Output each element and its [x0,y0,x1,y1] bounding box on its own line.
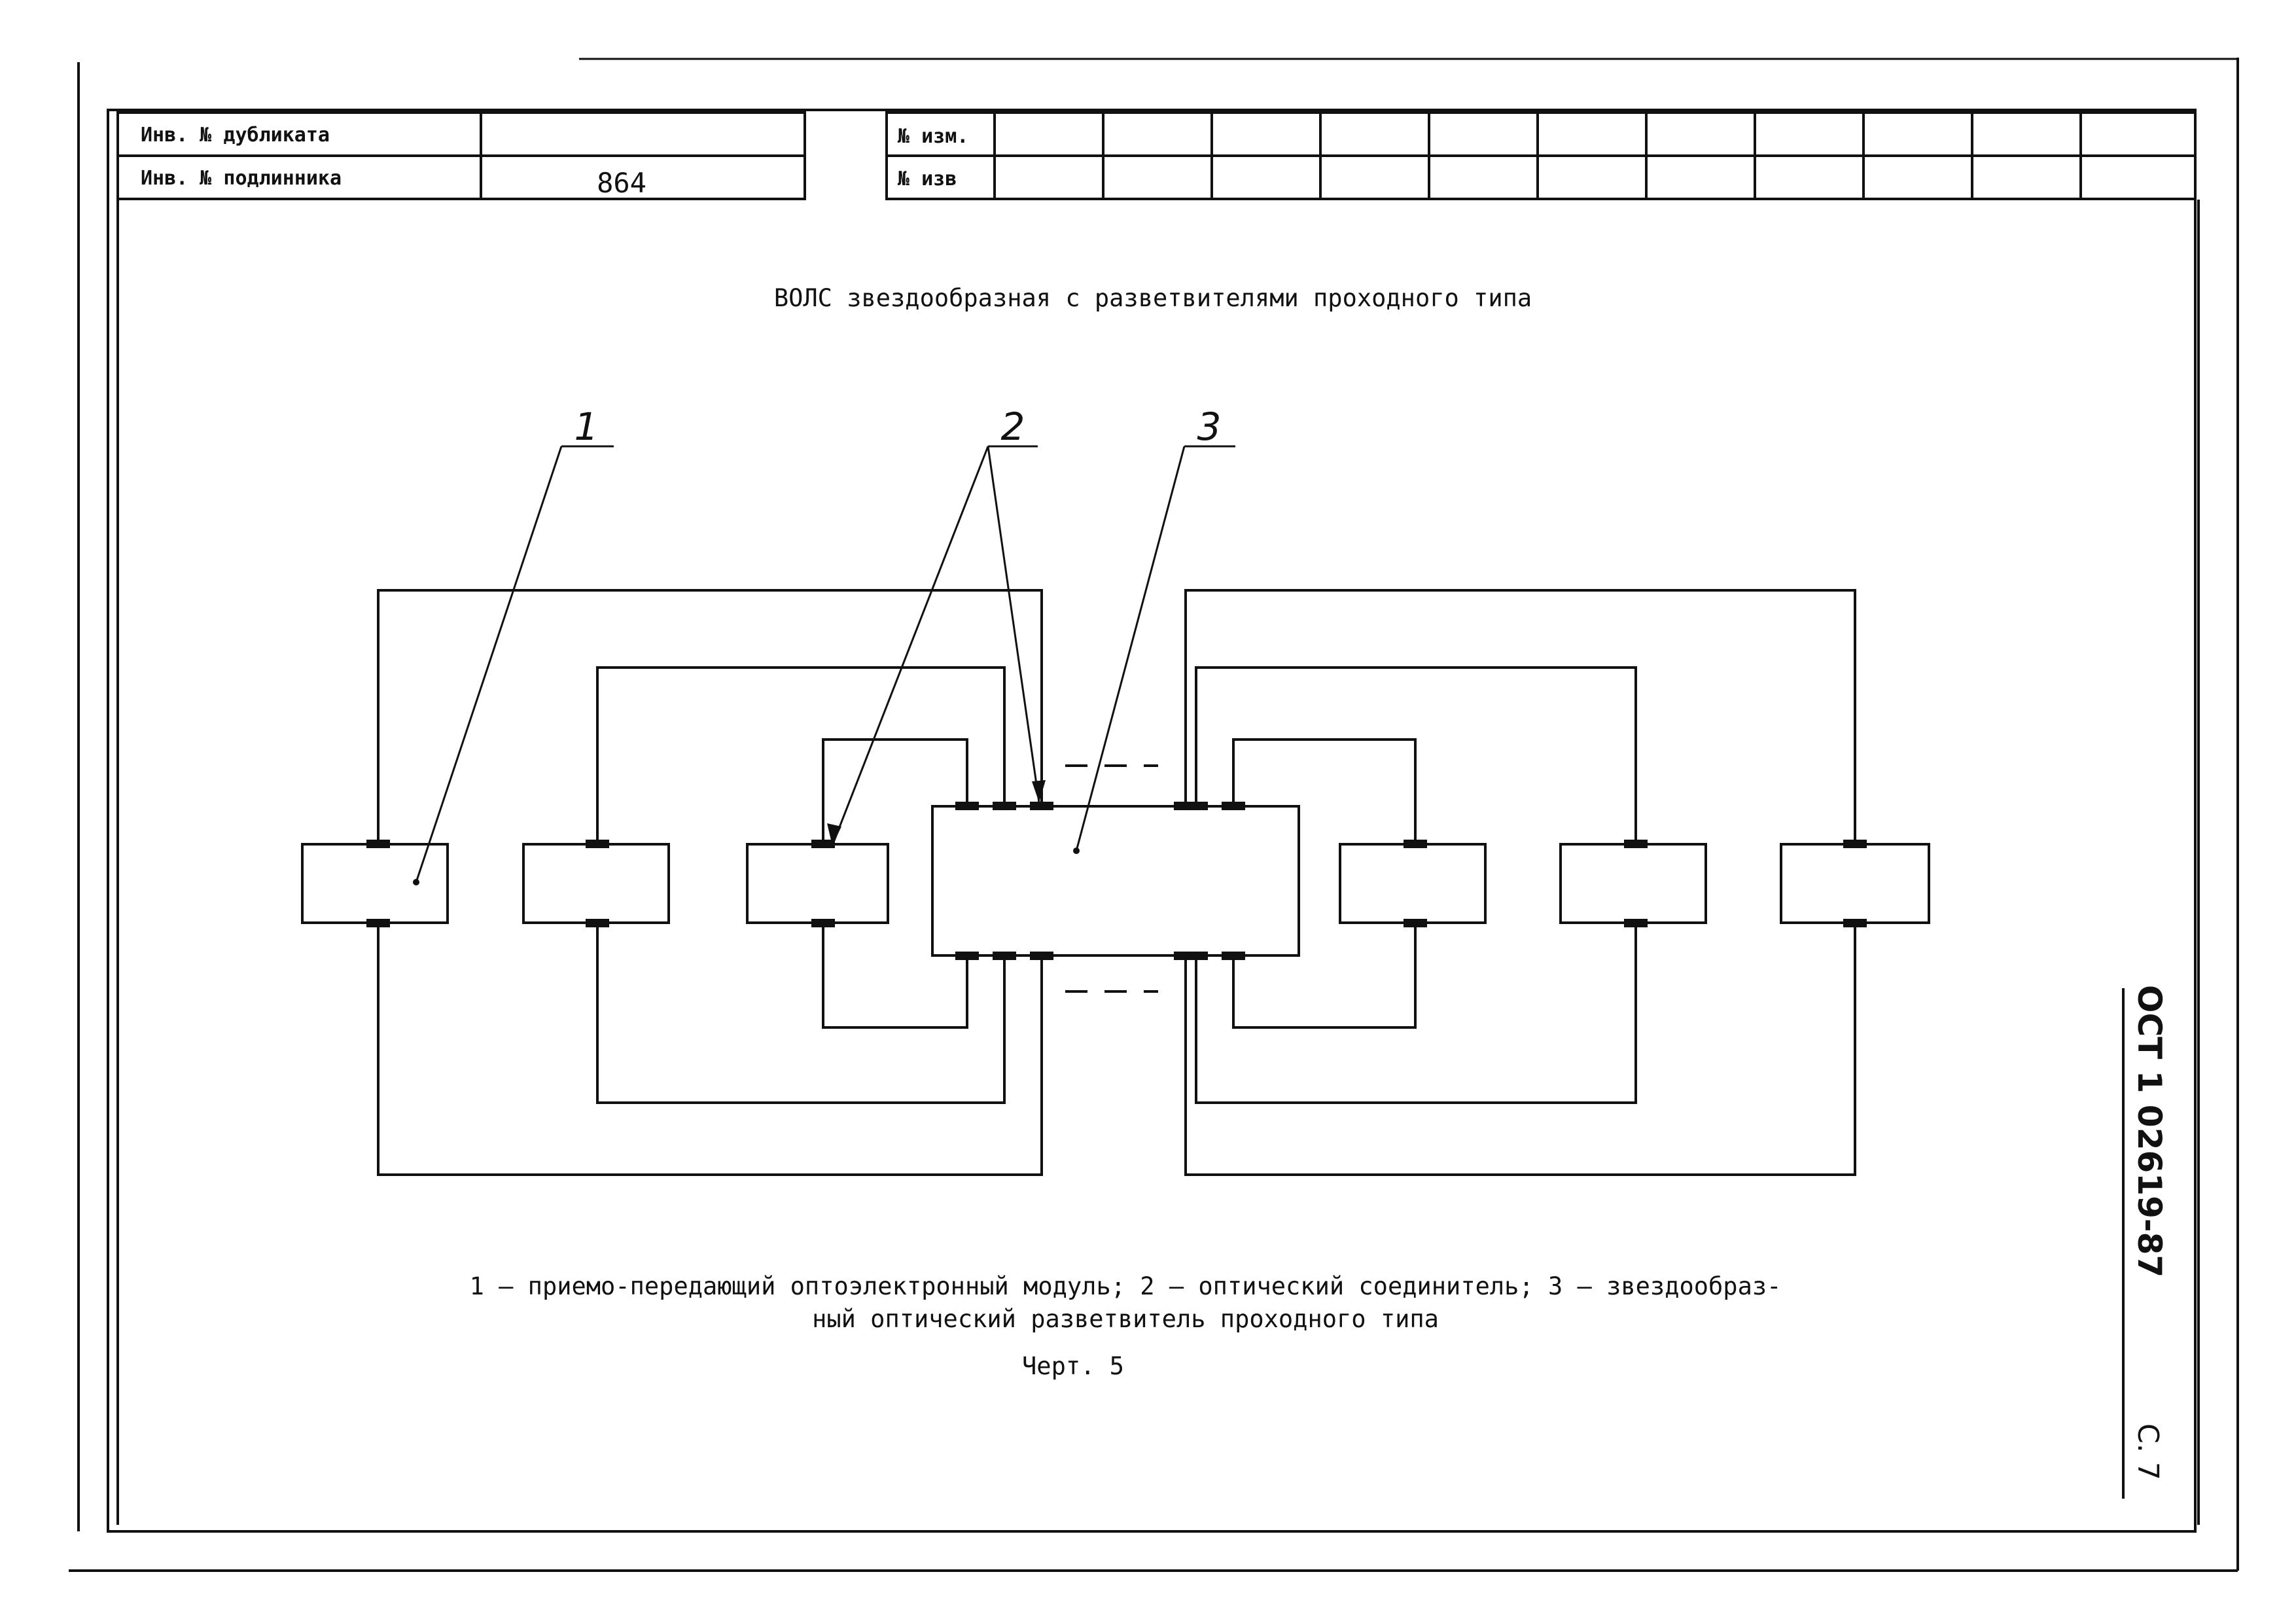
transceiver-module [746,843,889,924]
optical-connector [1222,952,1245,960]
optical-connector [1843,919,1867,927]
fiber-links [377,589,1856,1176]
diagram-title: ВОЛС звездообразная с разветвителями про… [774,284,1532,312]
optical-connector [1184,802,1208,810]
callout-1: 1 [574,404,599,449]
transceiver-module [301,843,449,924]
star-splitter [931,805,1300,957]
optical-connector [586,840,609,848]
optical-connectors [366,802,1867,960]
optical-connector [955,802,979,810]
original-inventory-value: 864 [597,167,646,199]
original-inventory-label: Инв. № подлинника [141,167,342,190]
optical-connector [1222,802,1245,810]
callout-2: 2 [1001,404,1025,449]
transceiver-module [1339,843,1487,924]
notice-number-label: № изв [898,168,957,190]
optical-connector [1030,802,1053,810]
standard-side-stamp: ОСТ 1 02619-87 С. 7 [2122,985,2168,1499]
optical-connector [1184,952,1208,960]
optical-connector [586,919,609,927]
transceiver-module [522,843,670,924]
optical-connector [955,952,979,960]
legend-line-2: ный оптический разветвитель проходного т… [812,1305,1439,1333]
optical-connector [993,952,1016,960]
callout-leaders: 1 2 3 [413,404,1235,885]
standard-number: ОСТ 1 02619-87 [2130,985,2168,1277]
inventory-stamp: Инв. № дубликата Инв. № подлинника 864 [116,111,806,200]
optical-connector [1030,952,1053,960]
optical-connector [1843,840,1867,848]
sheet-frame [69,58,2239,1572]
optical-connector [366,840,390,848]
optical-connector [811,840,835,848]
figure-caption: Черт. 5 [1022,1352,1124,1380]
optical-connector [366,919,390,927]
duplicate-inventory-label: Инв. № дубликата [141,124,330,147]
legend-line-1: 1 – приемо-передающий оптоэлектронный мо… [470,1272,1782,1300]
change-number-label: № изм. [898,125,968,148]
transceiver-module [1780,843,1930,924]
change-stamp: № изм. № изв [885,111,2197,200]
optical-connector [1404,919,1427,927]
optical-connector [993,802,1016,810]
optical-connector [1624,840,1648,848]
optical-connector [811,919,835,927]
transceiver-module [1559,843,1707,924]
callout-3: 3 [1197,404,1222,449]
page-number: С. 7 [2131,1423,2164,1480]
optical-connector [1624,919,1648,927]
transceiver-modules [301,843,1930,924]
optical-connector [1404,840,1427,848]
